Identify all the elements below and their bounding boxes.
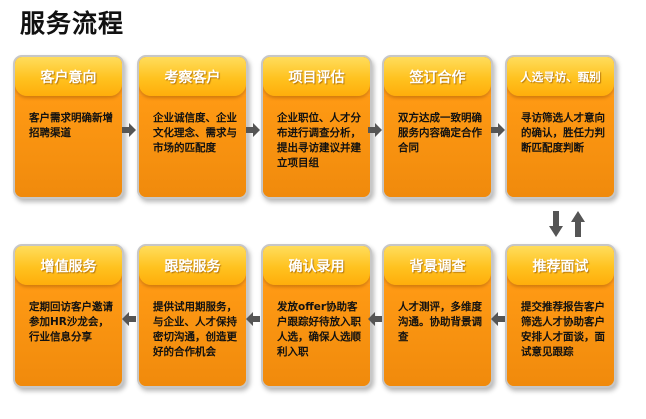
arrow-down-icon [548, 210, 564, 238]
card-body [384, 285, 491, 386]
card-header: 签订合作 [384, 57, 491, 96]
card-header: 确认录用 [263, 246, 370, 285]
card-header: 增值服务 [15, 246, 122, 285]
arrow-up-icon [570, 210, 586, 238]
step-card-7: 背景调查 人才测评，多维度沟通。协助背景调查 [382, 244, 493, 388]
card-body [507, 285, 614, 386]
card-header: 背景调查 [384, 246, 491, 285]
step-title: 考察客户 [164, 69, 221, 86]
step-title: 跟踪服务 [164, 258, 221, 275]
card-body [139, 96, 246, 197]
step-title: 签订合作 [409, 69, 466, 86]
step-card-9: 跟踪服务 提供试用期服务，与企业、人才保持密切沟通，创造更好的合作机会 [137, 244, 248, 388]
card-body [15, 285, 122, 386]
arrow-right-icon [245, 122, 261, 138]
step-title: 增值服务 [40, 258, 97, 275]
step-card-8: 确认录用 发放offer协助客户跟踪好待放入职人选，确保人选顺利入职 [261, 244, 372, 388]
card-header: 客户意向 [15, 57, 122, 96]
step-card-2: 考察客户 企业诚信度、企业文化理念、需求与市场的匹配度 [137, 55, 248, 199]
step-card-3: 项目评估 企业职位、人才分布进行调查分析，提出寻访建议并建立项目组 [261, 55, 372, 199]
step-text: 寻访筛选人才意向的确认，胜任力判断匹配度判断 [521, 112, 605, 154]
step-card-5: 人选寻访、甄别 寻访筛选人才意向的确认，胜任力判断匹配度判断 [505, 55, 616, 199]
card-body [384, 96, 491, 197]
card-body [263, 96, 370, 197]
step-title: 项目评估 [288, 69, 345, 86]
arrow-left-icon [490, 311, 506, 327]
arrow-left-icon [245, 311, 261, 327]
step-text: 定期回访客户邀请参加HR沙龙会，行业信息分享 [29, 301, 113, 343]
card-body [507, 96, 614, 197]
step-card-1: 客户意向 客户需求明确新增招聘渠道 [13, 55, 124, 199]
step-text: 双方达成一致明确服务内容确定合作合同 [398, 112, 482, 154]
step-text: 提交推荐报告客户筛选人才协助客户安排人才面谈，面试意见跟踪 [521, 301, 605, 358]
step-title: 客户意向 [40, 69, 97, 86]
arrow-right-icon [490, 122, 506, 138]
arrow-left-icon [367, 311, 383, 327]
card-body [263, 285, 370, 386]
step-card-10: 增值服务 定期回访客户邀请参加HR沙龙会，行业信息分享 [13, 244, 124, 388]
step-card-6: 推荐面试 提交推荐报告客户筛选人才协助客户安排人才面谈，面试意见跟踪 [505, 244, 616, 388]
card-body [15, 96, 122, 197]
card-header: 考察客户 [139, 57, 246, 96]
step-title: 人选寻访、甄别 [520, 69, 601, 84]
card-header: 项目评估 [263, 57, 370, 96]
step-text: 发放offer协助客户跟踪好待放入职人选，确保人选顺利入职 [277, 301, 361, 358]
step-text: 企业职位、人才分布进行调查分析，提出寻访建议并建立项目组 [277, 112, 361, 169]
step-text: 人才测评，多维度沟通。协助背景调查 [398, 301, 482, 343]
step-title: 确认录用 [288, 258, 345, 275]
step-title: 背景调查 [409, 258, 466, 275]
step-text: 客户需求明确新增招聘渠道 [29, 112, 113, 139]
arrow-left-icon [121, 311, 137, 327]
step-title: 推荐面试 [532, 258, 589, 275]
card-header: 推荐面试 [507, 246, 614, 285]
card-header: 人选寻访、甄别 [507, 57, 614, 96]
step-text: 提供试用期服务，与企业、人才保持密切沟通，创造更好的合作机会 [153, 301, 237, 358]
page-title: 服务流程 [20, 9, 125, 38]
card-header: 跟踪服务 [139, 246, 246, 285]
step-card-4: 签订合作 双方达成一致明确服务内容确定合作合同 [382, 55, 493, 199]
arrow-right-icon [121, 122, 137, 138]
step-text: 企业诚信度、企业文化理念、需求与市场的匹配度 [153, 112, 237, 154]
card-body [139, 285, 246, 386]
arrow-right-icon [367, 122, 383, 138]
